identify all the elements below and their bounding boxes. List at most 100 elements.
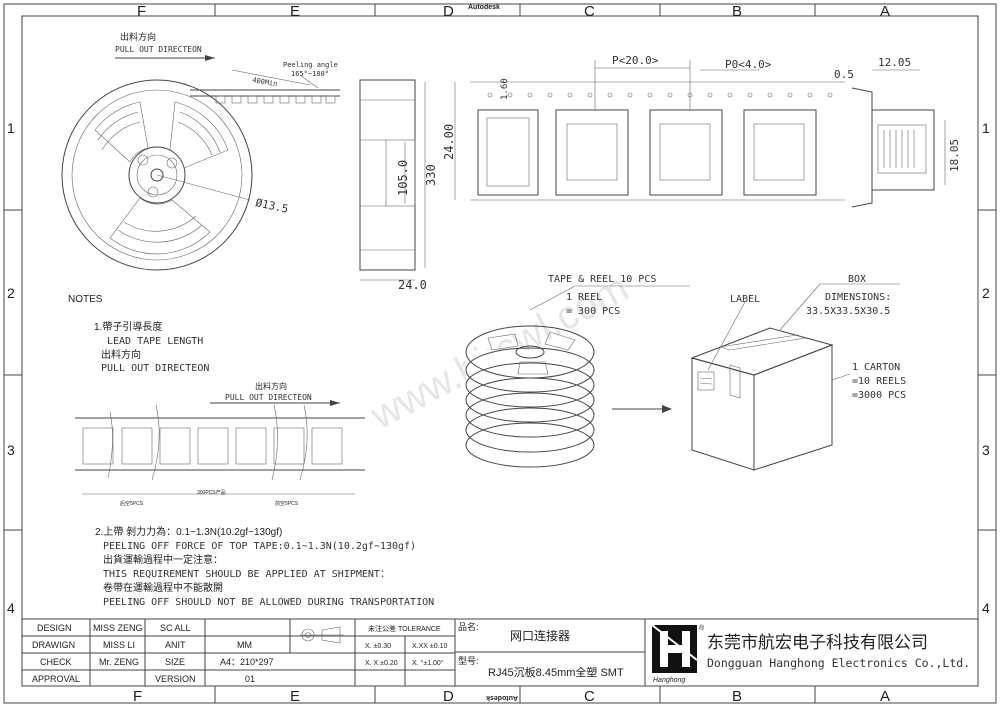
outer-frame bbox=[3, 3, 997, 704]
tb-design-name: MISS ZENG bbox=[93, 623, 143, 633]
notes-title: NOTES bbox=[68, 294, 103, 305]
zone-right-3: 3 bbox=[982, 442, 990, 458]
sprocket-pitch-label: P0<4.0> bbox=[725, 58, 772, 71]
autodesk-mark: Autodesk bbox=[468, 4, 500, 11]
pack-arrow-head bbox=[662, 405, 672, 413]
zone-bottom-d: D bbox=[443, 688, 454, 705]
note2-cn: 2.上帶 剝力力為：0.1~1.3N(10.2gf~130gf) bbox=[95, 525, 282, 538]
zone-left-3: 3 bbox=[7, 442, 15, 458]
reel-direction-en: PULL OUT DIRECTEON bbox=[115, 45, 202, 54]
hanghong-logo-icon bbox=[651, 624, 698, 673]
end-dim-width: 12.05 bbox=[878, 56, 911, 69]
zone-bottom-c: C bbox=[584, 688, 595, 705]
hub-diameter-label: Ø13.5 bbox=[254, 196, 289, 216]
tb-drawing-name: MISS LI bbox=[103, 640, 135, 650]
tb-version-label: VERSION bbox=[155, 674, 196, 684]
side-dim-width: 24.0 bbox=[398, 278, 427, 292]
note4-en: PEELING OFF SHOULD NOT BE ALLOWED DURING… bbox=[103, 597, 434, 608]
reel-front-view bbox=[61, 55, 340, 271]
tb-model-value: RJ45沉板8.45mm全塑 SMT bbox=[488, 665, 624, 679]
tb-design-label: DESIGN bbox=[37, 623, 72, 633]
zone-top-a: A bbox=[880, 3, 890, 20]
tb-product-label: 品名: bbox=[458, 621, 479, 632]
tb-scale: SC ALL bbox=[160, 623, 191, 633]
carton-qty-line2: =10 REELS bbox=[852, 376, 906, 387]
zone-right-2: 2 bbox=[982, 285, 990, 301]
end-dim-thickness: 0.5 bbox=[834, 68, 854, 81]
note1-en: LEAD TAPE LENGTH bbox=[107, 336, 203, 347]
tape-width-label: 24.00 bbox=[442, 124, 456, 160]
reel-stack bbox=[465, 285, 690, 468]
box-callout: BOX bbox=[848, 274, 866, 285]
box-dims-value: 33.5X33.5X30.5 bbox=[806, 306, 890, 317]
label-callout: LABEL bbox=[730, 294, 760, 305]
tb-size-value: A4：210*297 bbox=[220, 657, 274, 667]
carton-box bbox=[690, 283, 900, 471]
strip-direction-en: PULL OUT DIRECTEON bbox=[225, 393, 312, 402]
tape-strip-diagram bbox=[75, 400, 365, 495]
zone-top-d: D bbox=[443, 3, 454, 20]
logo-text: Hanghong bbox=[653, 677, 685, 684]
company-name-en: Dongguan Hanghong Electronics Co.,Ltd. bbox=[707, 656, 970, 670]
tb-model-label: 型号: bbox=[458, 656, 479, 666]
title-block-grid bbox=[21, 618, 979, 687]
strip-direction-cn: 出料方向 bbox=[255, 381, 287, 391]
tb-product-name: 网口连接器 bbox=[510, 628, 570, 643]
tb-unit-value: MM bbox=[237, 640, 252, 650]
zone-top-b: B bbox=[732, 3, 742, 20]
zone-top-c: C bbox=[584, 3, 595, 20]
tb-tol4: X. °±1.00° bbox=[412, 659, 444, 667]
note3-en: THIS REQUIREMENT SHOULD BE APPLIED AT SH… bbox=[103, 569, 390, 580]
side-dim-hub: 105.0 bbox=[396, 160, 410, 196]
company-name-cn: 东莞市航宏电子科技有限公司 bbox=[707, 633, 928, 652]
note2-en: PEELING OFF FORCE OF TOP TAPE:0.1~1.3N(1… bbox=[103, 541, 416, 552]
zone-bottom-a: A bbox=[880, 688, 890, 705]
tape-top-view bbox=[454, 60, 845, 201]
sprocket-offset-label: 1.60 bbox=[500, 78, 510, 100]
zone-left-4: 4 bbox=[7, 600, 15, 616]
reel-qty-line2: = 300 PCS bbox=[566, 306, 620, 317]
note1b-en: PULL OUT DIRECTEON bbox=[101, 363, 209, 374]
carton-qty-line3: =3000 PCS bbox=[852, 390, 906, 401]
tb-tolerance-head: 未注公差 TOLERANCE bbox=[368, 624, 441, 633]
tb-check-label: CHECK bbox=[40, 657, 72, 667]
end-dim-height: 18.05 bbox=[948, 139, 961, 172]
tape-end-view bbox=[851, 69, 946, 208]
side-dim-reel: 330 bbox=[424, 164, 438, 186]
reel-side-view bbox=[359, 79, 426, 281]
zone-bottom-b: B bbox=[732, 688, 742, 705]
tb-approval-label: APPROVAL bbox=[32, 674, 80, 684]
note1-cn: 1.帶子引導長度 bbox=[94, 320, 162, 333]
tb-tol1: X. ±0.30 bbox=[365, 643, 391, 650]
autodesk-mirror-mark: Autodesk bbox=[486, 694, 518, 701]
tb-size-label: SIZE bbox=[165, 657, 185, 667]
note3-cn: 出貨運輸過程中一定注意： bbox=[103, 553, 223, 566]
tb-tol2: X.XX ±0.10 bbox=[412, 643, 447, 650]
zone-bottom-f: F bbox=[133, 688, 142, 705]
zone-right-4: 4 bbox=[982, 600, 990, 616]
projection-symbol bbox=[300, 626, 344, 644]
reel-qty-line1: 1 REEL bbox=[566, 292, 602, 303]
zone-bottom-e: E bbox=[290, 688, 300, 705]
reel-direction-cn: 出料方向 bbox=[120, 31, 156, 42]
zone-right-1: 1 bbox=[982, 120, 990, 136]
strip-product-count: 300PCS产品 bbox=[197, 489, 226, 496]
peel-angle-range: 165°~180° bbox=[291, 70, 329, 78]
tb-tol3: X. X ±0.20 bbox=[365, 660, 398, 667]
strip-rear-empty: 后空5PCS bbox=[120, 500, 144, 507]
pitch-label: P<20.0> bbox=[612, 54, 659, 67]
zone-top-f: F bbox=[137, 3, 146, 20]
peel-angle-label: Peeling angle bbox=[283, 61, 338, 69]
tb-version-value: 01 bbox=[245, 674, 255, 684]
carton-qty-line1: 1 CARTON bbox=[852, 362, 900, 373]
zone-ticks bbox=[4, 4, 996, 703]
note1b-cn: 出料方向 bbox=[101, 348, 141, 361]
box-dims-label: DIMENSIONS: bbox=[825, 292, 891, 303]
tb-drawing-label: DRAWIGN bbox=[32, 640, 75, 650]
tb-unit-label: ANIT bbox=[165, 640, 186, 650]
zone-top-e: E bbox=[290, 3, 300, 20]
zone-left-1: 1 bbox=[7, 120, 15, 136]
note4-cn: 卷帶在運輸過程中不能散開 bbox=[103, 581, 223, 594]
strip-front-empty: 前空5PCS bbox=[275, 500, 299, 507]
